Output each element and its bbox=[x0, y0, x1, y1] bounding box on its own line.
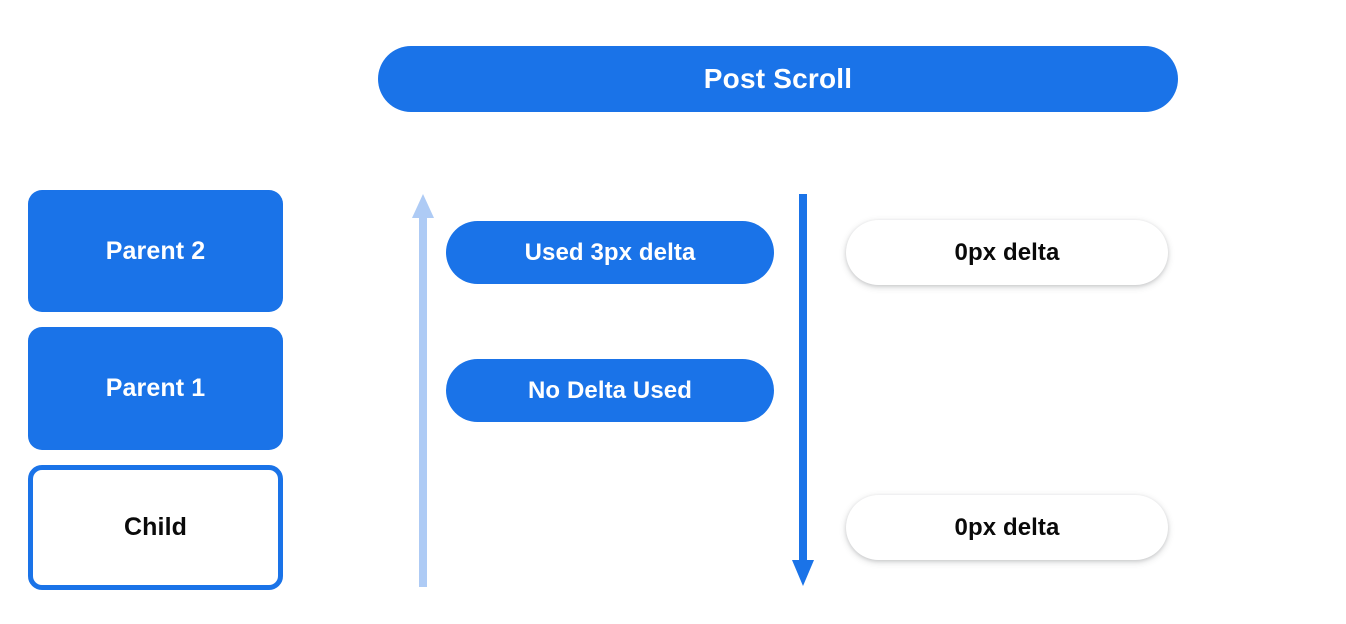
stack-box-parent-1: Parent 1 bbox=[28, 327, 283, 450]
delta-usage-pill-label: No Delta Used bbox=[527, 376, 692, 404]
delta-usage-pill-unused: No Delta Used bbox=[446, 359, 774, 422]
stack-box-label: Parent 2 bbox=[105, 236, 206, 265]
scroll-chain-down-arrow-icon bbox=[792, 194, 814, 586]
scroll-chain-up-arrow-icon bbox=[412, 194, 434, 587]
stack-box-parent-2: Parent 2 bbox=[28, 190, 283, 312]
page-title: Post Scroll bbox=[703, 63, 853, 94]
delta-usage-pill-used: Used 3px delta bbox=[446, 221, 774, 284]
stack-box-child: Child bbox=[28, 465, 283, 590]
delta-usage-pill-label: Used 3px delta bbox=[524, 238, 696, 266]
stack-box-label: Child bbox=[124, 513, 187, 541]
remaining-delta-pill-label: 0px delta bbox=[954, 513, 1060, 541]
stack-box-label: Parent 1 bbox=[105, 374, 206, 402]
remaining-delta-pill-label: 0px delta bbox=[954, 238, 1060, 266]
remaining-delta-pill-top: 0px delta bbox=[846, 220, 1168, 285]
remaining-delta-pill-bottom: 0px delta bbox=[846, 495, 1168, 560]
diagram-title-pill: Post Scroll bbox=[378, 46, 1178, 112]
